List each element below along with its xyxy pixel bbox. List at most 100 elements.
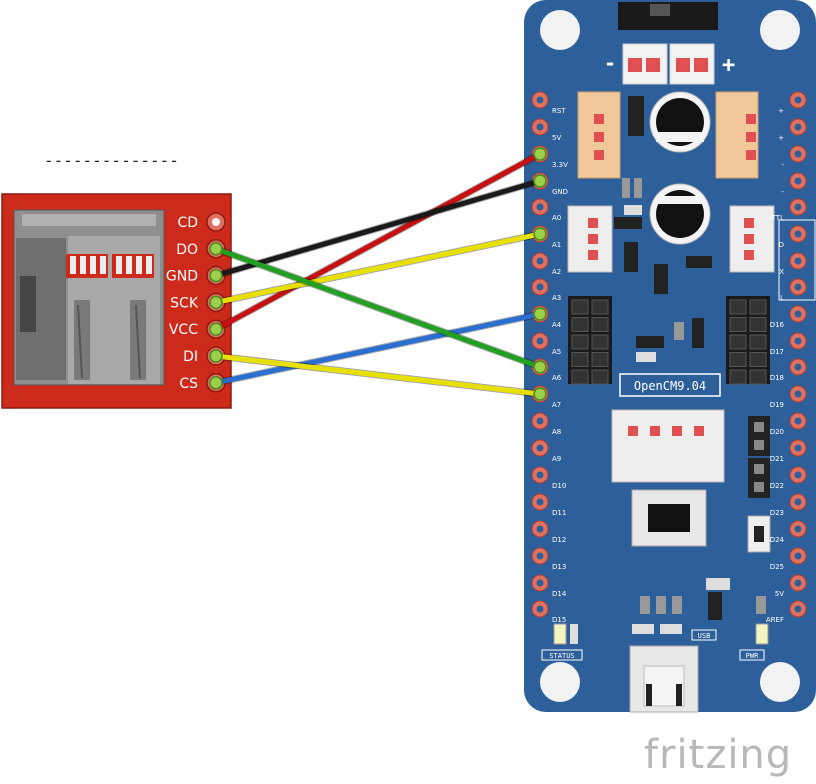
pin-hole bbox=[536, 417, 544, 425]
fritzing-logo: fritzing bbox=[644, 732, 792, 778]
pin-hole bbox=[212, 218, 220, 226]
opencm-board: - + OpenCM9.04 bbox=[524, 0, 816, 713]
wire-end bbox=[209, 295, 223, 310]
wire-gnd-to-gnd[interactable] bbox=[213, 178, 543, 279]
header-pin bbox=[571, 369, 589, 385]
mount-hole bbox=[540, 10, 580, 50]
board-pin-label-right: D25 bbox=[770, 563, 784, 571]
sd-socket bbox=[13, 209, 165, 386]
board-pin-label: A3 bbox=[552, 294, 561, 302]
board-pin-label-right: - bbox=[781, 161, 784, 169]
pin-hole bbox=[794, 605, 802, 613]
wire-end bbox=[533, 174, 547, 188]
board-pin-label: GND bbox=[552, 188, 568, 196]
pin-hole bbox=[794, 123, 802, 131]
board-pin-label-right: - bbox=[781, 188, 784, 196]
pin-hole bbox=[536, 337, 544, 345]
board-pin-label: D12 bbox=[552, 536, 566, 544]
wire-vcc-to-3-3v[interactable] bbox=[213, 151, 543, 332]
board-pin-label: D11 bbox=[552, 509, 566, 517]
header-pin bbox=[729, 317, 747, 332]
header-pin bbox=[729, 299, 747, 315]
pin-hole bbox=[536, 123, 544, 131]
board-pin-label: RST bbox=[552, 107, 566, 115]
mount-hole bbox=[760, 10, 800, 50]
header-pin bbox=[591, 352, 609, 367]
pin-hole bbox=[536, 257, 544, 265]
wire-end bbox=[533, 360, 547, 374]
pin-hole bbox=[794, 525, 802, 533]
wire-cs-to-a4[interactable] bbox=[213, 311, 543, 386]
header-pin bbox=[749, 352, 767, 367]
pin-headers bbox=[568, 296, 770, 385]
pin-hole bbox=[794, 471, 802, 479]
sd-pin-label-cd: CD bbox=[177, 215, 198, 231]
wire-di-to-a7[interactable] bbox=[213, 353, 543, 397]
header-pin bbox=[571, 299, 589, 315]
board-pin-label: A6 bbox=[552, 374, 562, 382]
wire-end bbox=[209, 242, 223, 256]
board-pin-label-right: D20 bbox=[770, 428, 784, 436]
power-led bbox=[755, 623, 769, 645]
module-dash-label: -------------- bbox=[44, 151, 179, 170]
board-pin-label: D14 bbox=[552, 590, 567, 598]
board-pin-label: A5 bbox=[552, 348, 561, 356]
pin-hole bbox=[536, 525, 544, 533]
board-pin-label-right: AREF bbox=[766, 616, 784, 624]
small-header bbox=[748, 458, 770, 498]
board-pin-label: D10 bbox=[552, 482, 566, 490]
board-pin-label: A1 bbox=[552, 241, 561, 249]
board-pin-label: A0 bbox=[552, 214, 561, 222]
header-pin bbox=[591, 317, 609, 332]
wire-end bbox=[209, 376, 223, 390]
pin-hole bbox=[794, 390, 802, 398]
wire-end bbox=[533, 227, 547, 241]
board-pin-label-right: 5V bbox=[775, 590, 784, 598]
pin-hole bbox=[536, 203, 544, 211]
usb-label: USB bbox=[698, 632, 711, 640]
header-pin bbox=[749, 369, 767, 385]
pin-hole bbox=[794, 310, 802, 318]
wire-end bbox=[209, 349, 223, 363]
board-pin-label: A7 bbox=[552, 401, 561, 409]
header-pin bbox=[749, 334, 767, 350]
board-name-box bbox=[619, 373, 721, 397]
pin-hole bbox=[536, 579, 544, 587]
wire-end bbox=[209, 268, 223, 283]
sd-pin-label-cs: CS bbox=[179, 376, 198, 392]
minus-sign: - bbox=[604, 51, 616, 75]
pin-hole bbox=[794, 203, 802, 211]
board-pin-label: D13 bbox=[552, 563, 566, 571]
sd-pin-label-sck: SCK bbox=[170, 295, 199, 311]
plus-sign: + bbox=[722, 53, 735, 78]
board-pin-label: D15 bbox=[552, 616, 566, 624]
board-pin-label-right: D bbox=[779, 241, 784, 249]
board-pin-label: 5V bbox=[552, 134, 561, 142]
sd-pin-label-gnd: GND bbox=[166, 269, 198, 285]
board-pin-label-right: D16 bbox=[770, 321, 785, 329]
status-label: STATUS bbox=[549, 652, 574, 660]
pin-hole bbox=[794, 230, 802, 238]
header-pin bbox=[729, 352, 747, 367]
wire-do-to-a6[interactable] bbox=[213, 246, 543, 370]
board-pin-label: A8 bbox=[552, 428, 561, 436]
pin-hole bbox=[536, 605, 544, 613]
board-pin-label: A9 bbox=[552, 455, 561, 463]
pin-hole bbox=[536, 498, 544, 506]
pin-hole bbox=[794, 177, 802, 185]
pin-hole bbox=[794, 150, 802, 158]
wire-end bbox=[209, 322, 223, 336]
sd-pin-label-do: DO bbox=[176, 242, 198, 258]
header-pin bbox=[571, 317, 589, 332]
pin-hole bbox=[794, 337, 802, 345]
wire-end bbox=[533, 387, 547, 401]
board-pin-label-right: D17 bbox=[770, 348, 784, 356]
wire-sck-to-a1[interactable] bbox=[213, 231, 543, 305]
board-pin-label-right: D18 bbox=[770, 374, 784, 382]
board-pin-label-right: + bbox=[778, 134, 784, 142]
board-pin-label-right: D19 bbox=[770, 401, 784, 409]
pin-hole bbox=[794, 363, 802, 371]
sd-pin-label-vcc: VCC bbox=[169, 322, 198, 338]
